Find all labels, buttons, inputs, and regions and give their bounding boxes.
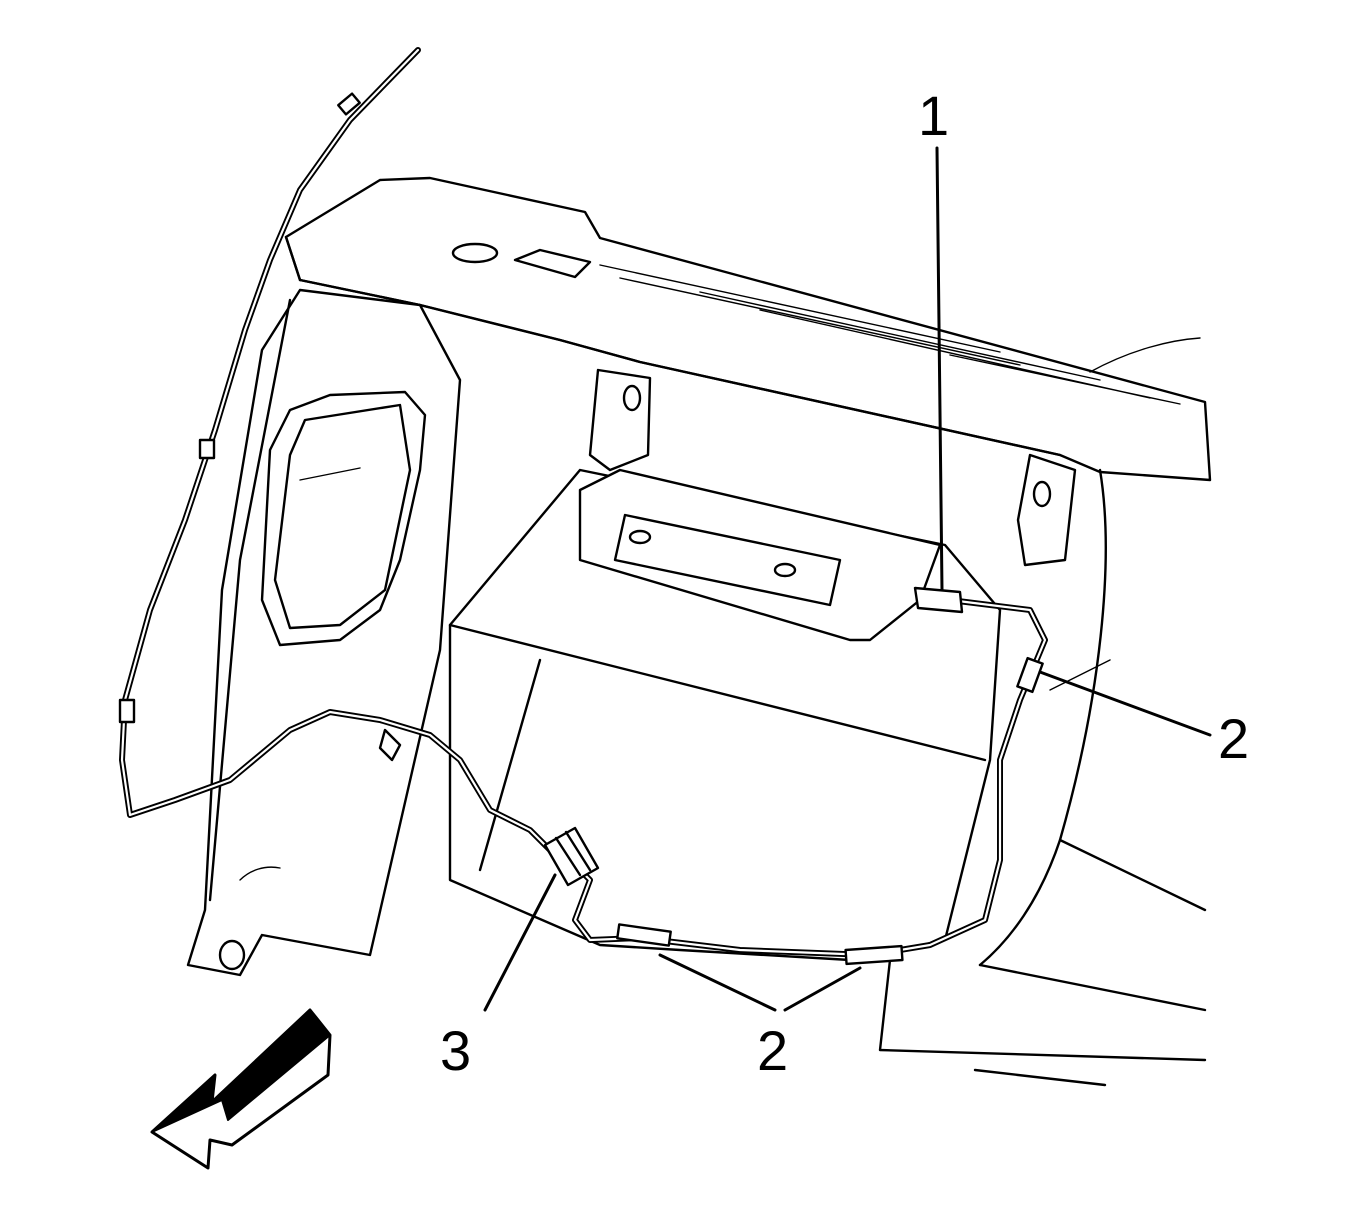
left-side-panel [186,288,462,977]
forward-direction-arrow-icon [150,1008,332,1170]
right-lower-panel [878,468,1207,1087]
callout-2-right: 2 [1218,707,1249,770]
instrument-panel-top-beam [284,176,1212,482]
harness-connector [543,826,600,887]
glove-box-opening [448,368,1077,962]
glove-box-lamp [913,586,964,614]
left-pillar-harness [118,47,563,863]
glove-box-lamp-harness [567,597,1048,966]
callout-1: 1 [918,84,949,147]
leader-2-bottom-b [783,966,862,1012]
leader-2-right [1038,670,1212,737]
leader-lines [483,146,1212,1012]
leader-1 [935,146,944,592]
leader-3 [483,873,557,1012]
callout-2-bottom: 2 [757,1019,788,1082]
leader-2-bottom-a [658,953,777,1012]
callout-3: 3 [440,1019,471,1082]
